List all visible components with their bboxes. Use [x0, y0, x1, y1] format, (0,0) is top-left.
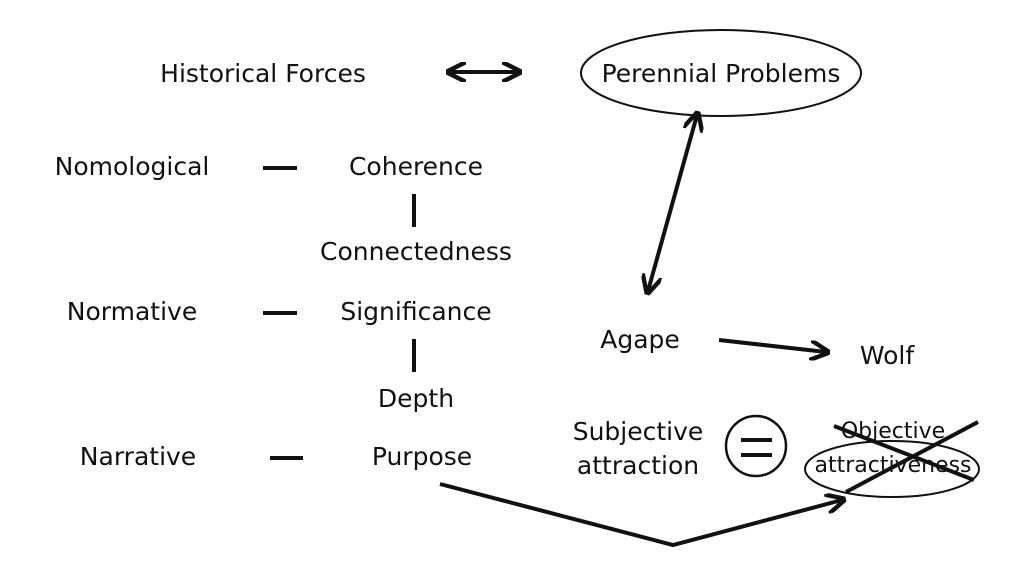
equals-sign-circle	[724, 414, 788, 478]
node-coherence: Coherence	[348, 152, 484, 181]
node-normative: Normative	[66, 297, 198, 326]
node-historical-forces: Historical Forces	[160, 59, 366, 88]
arrow-purpose-to-objective	[439, 482, 842, 548]
subjective-line-1: Subjective	[572, 417, 704, 446]
arrow-agape-wolf	[718, 338, 826, 352]
node-depth: Depth	[377, 384, 455, 413]
objective-line-2: attractiveness	[814, 453, 972, 478]
node-narrative: Narrative	[79, 442, 197, 471]
node-connectedness: Connectedness	[320, 237, 512, 266]
objective-line-1: Objective	[840, 419, 946, 444]
node-nomological: Nomological	[54, 152, 210, 181]
perennial-problems-ellipse	[580, 29, 862, 117]
node-subjective-attraction: Subjective attraction	[573, 415, 704, 483]
node-purpose: Purpose	[371, 442, 473, 471]
node-wolf: Wolf	[859, 341, 915, 370]
cross-out-stroke-2	[845, 420, 979, 494]
node-significance: Significance	[340, 297, 492, 326]
objective-attractiveness-ellipse	[804, 440, 980, 498]
node-objective-attractiveness: Objective attractiveness	[814, 415, 971, 483]
node-perennial-problems: Perennial Problems	[601, 59, 841, 88]
cross-out-stroke-1	[833, 424, 975, 482]
double-arrow-perennial-agape	[648, 115, 697, 291]
subjective-line-2: attraction	[576, 451, 700, 480]
node-agape: Agape	[600, 325, 680, 354]
